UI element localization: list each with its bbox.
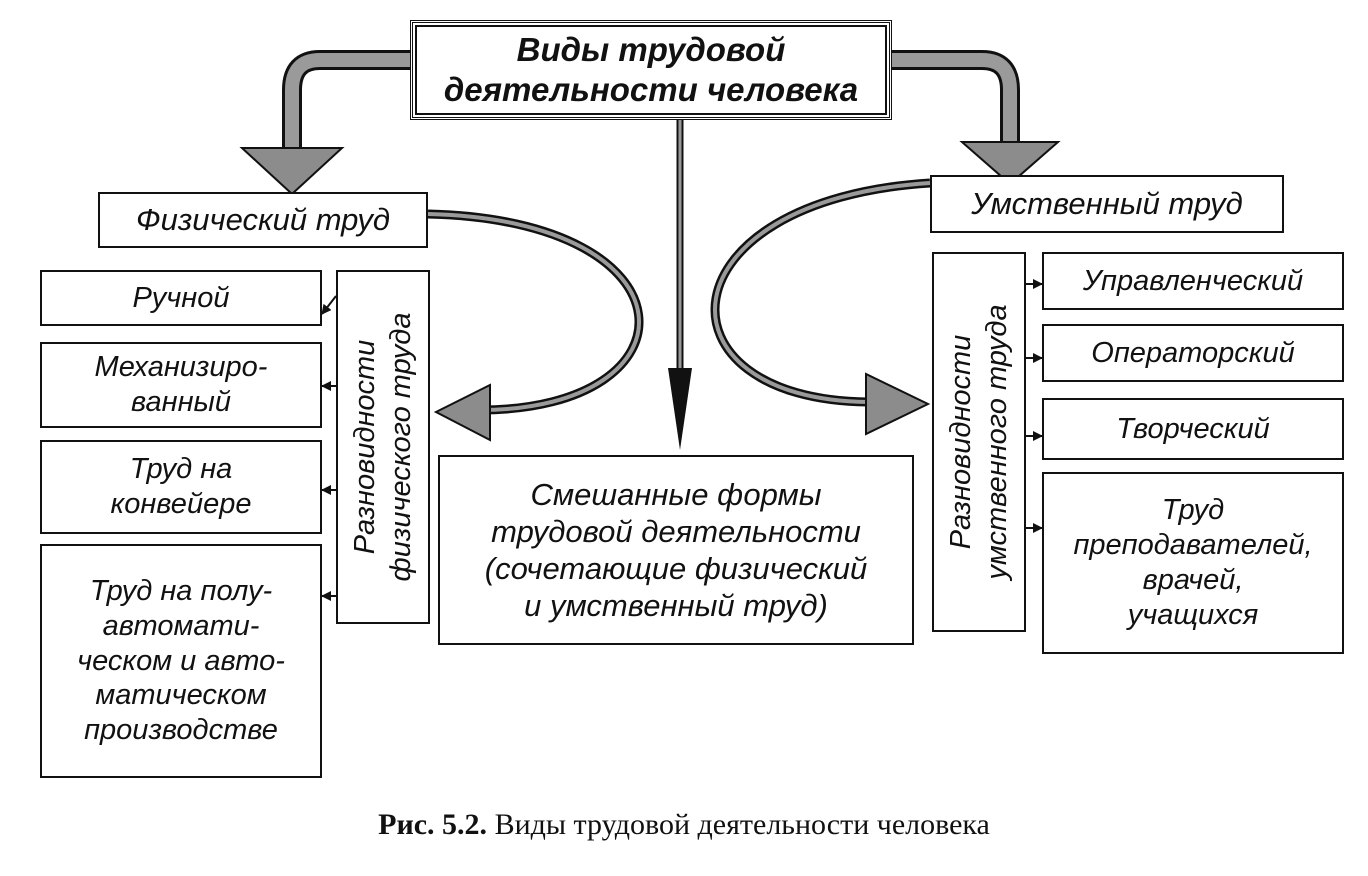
mental-varieties-label: Разновидности умственного труда bbox=[944, 304, 1013, 580]
arrowhead-physical-varieties bbox=[433, 383, 491, 442]
arrow-title-to-mental bbox=[892, 50, 1020, 142]
arrowhead-mental bbox=[959, 141, 1061, 186]
mixed-forms-box: Смешанные формы трудовой деятельности (с… bbox=[438, 455, 914, 645]
physical-varieties-label: Разновидности физического труда bbox=[348, 312, 417, 582]
figure-caption: Рис. 5.2. Виды трудовой деятельности чел… bbox=[0, 808, 1368, 842]
title-box: Виды трудовой деятельности человека bbox=[410, 20, 892, 120]
mental-varieties-box: Разновидности умственного труда bbox=[932, 252, 1026, 632]
physical-item-mechanized: Механизиро- ванный bbox=[40, 342, 322, 428]
caption-text: Виды трудовой деятельности человека bbox=[494, 808, 990, 841]
physical-item-manual: Ручной bbox=[40, 270, 322, 326]
physical-varieties-box: Разновидности физического труда bbox=[336, 270, 430, 624]
arrowhead-physical bbox=[239, 147, 345, 196]
mental-item-managerial: Управленческий bbox=[1042, 252, 1344, 310]
caption-number: Рис. 5.2. bbox=[378, 808, 488, 841]
physical-item-automated: Труд на полу- автомати- ческом и авто- м… bbox=[40, 544, 322, 778]
arrow-title-to-physical bbox=[282, 50, 410, 148]
physical-item-conveyor: Труд на конвейере bbox=[40, 440, 322, 534]
mental-item-operator: Операторский bbox=[1042, 324, 1344, 382]
mental-item-teachers: Труд преподавателей, врачей, учащихся bbox=[1042, 472, 1344, 654]
mental-item-creative: Творческий bbox=[1042, 398, 1344, 460]
physical-labor-box: Физический труд bbox=[98, 192, 428, 248]
curve-physical-to-varieties bbox=[427, 209, 644, 415]
mental-labor-box: Умственный труд bbox=[930, 175, 1284, 233]
arrowhead-mental-varieties bbox=[865, 372, 931, 436]
